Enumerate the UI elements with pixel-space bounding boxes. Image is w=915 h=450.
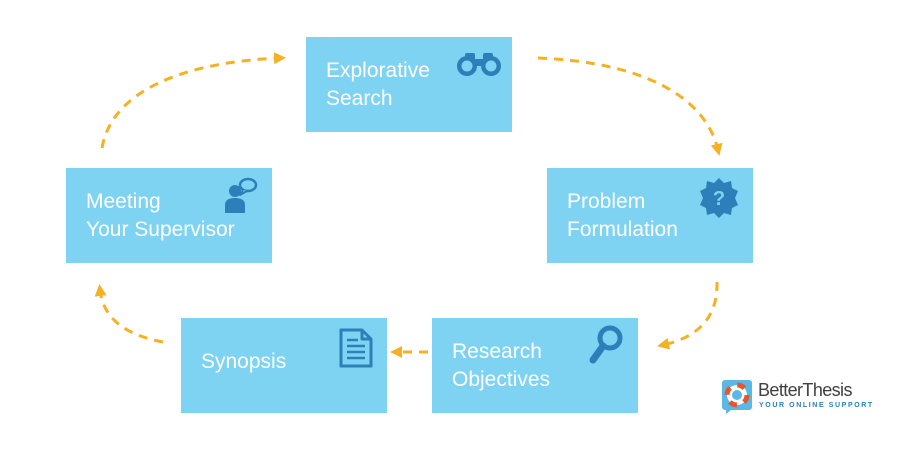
svg-text:?: ?	[713, 188, 725, 210]
binoculars-icon	[454, 49, 504, 84]
betterthesis-logo: BetterThesis YOUR ONLINE SUPPORT	[722, 380, 892, 416]
step-research-objectives: Research Objectives	[432, 318, 638, 413]
logo-tagline: YOUR ONLINE SUPPORT	[759, 402, 874, 409]
logo-name: BetterThesis	[758, 380, 852, 400]
magnifier-icon	[586, 324, 626, 371]
question-badge-icon: ?	[697, 176, 741, 225]
arrow-synopsis-to-meeting	[94, 284, 164, 344]
step-explorative-search: Explorative Search	[306, 37, 512, 132]
lifebuoy-icon	[722, 380, 752, 419]
step-label: Explorative Search	[326, 59, 430, 110]
arrow-explorative-to-problem	[537, 56, 723, 156]
arrow-meeting-to-explorative	[100, 52, 286, 149]
step-meeting-supervisor: Meeting Your Supervisor	[66, 168, 272, 263]
step-label: Meeting Your Supervisor	[86, 190, 235, 241]
step-synopsis: Synopsis	[181, 318, 387, 413]
document-icon	[339, 328, 373, 373]
arrow-problem-to-research	[657, 281, 719, 350]
step-label: Synopsis	[201, 350, 287, 373]
step-label: Research Objectives	[452, 340, 551, 391]
step-label: Problem Formulation	[567, 190, 678, 241]
step-problem-formulation: Problem Formulation ?	[547, 168, 753, 263]
person-speech-icon	[224, 176, 260, 219]
